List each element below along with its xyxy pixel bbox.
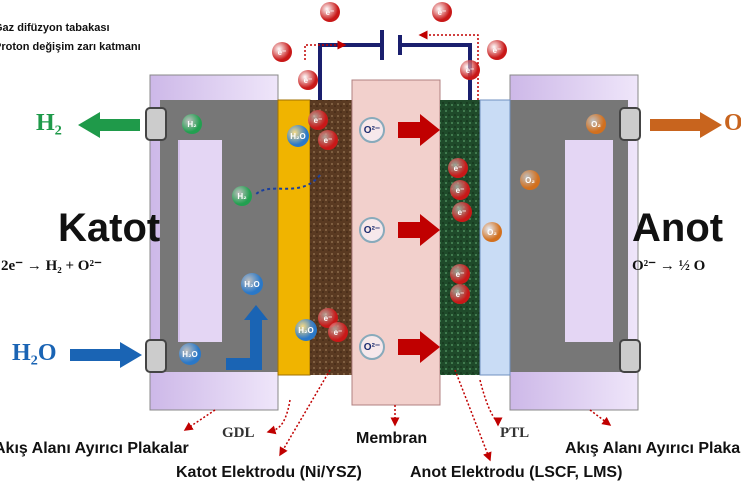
electron-molecule: e⁻ [432,2,452,22]
electron-molecule: e⁻ [450,264,470,284]
ptl-label: PTL [500,425,530,441]
h2-out-arrow [78,112,140,138]
anode-electrode-layer [440,100,480,375]
electron-molecule: e⁻ [460,60,480,80]
legend-gdl: Gaz difüzyon tabakası [0,22,110,34]
anode-equation: O²⁻ → ½ O [632,258,706,274]
right-flow-plate [509,74,639,411]
water-molecule: H₂O [295,319,317,341]
o2-out-arrow [650,112,722,138]
oxygen-molecule: O₂ [586,114,606,134]
oxygen-molecule: O₂ [520,170,540,190]
electron-molecule: e⁻ [272,42,292,62]
electron-molecule: e⁻ [328,322,348,342]
cathode-equation: 2e⁻ → H₂ + O²⁻ [1,258,102,274]
hydrogen-molecule: H₂ [182,114,202,134]
electron-molecule: e⁻ [452,202,472,222]
plates-label-left: Akış Alanı Ayırıcı Plakalar [0,440,189,457]
h2o-in-arrow [70,342,142,368]
water-molecule: H₂O [287,125,309,147]
h2-output-label: H₂ [36,110,62,136]
electron-molecule: e⁻ [320,2,340,22]
cathode-electrode-label: Katot Elektrodu (Ni/YSZ) [176,464,362,481]
anode-electrode-label: Anot Elektrodu (LSCF, LMS) [410,464,623,481]
water-molecule: H₂O [179,343,201,365]
oxide-ion-molecule: O²⁻ [359,117,385,143]
left-flow-plate [149,74,279,411]
plates-label-right: Akış Alanı Ayırıcı Plakalar [565,440,741,457]
h2-diffusion-path [254,174,321,196]
o2-output-label: O [724,110,741,136]
h2o-turn-arrow [226,305,268,370]
oxide-ion-molecule: O²⁻ [359,334,385,360]
oxygen-molecule: O₂ [482,222,502,242]
electron-molecule: e⁻ [487,40,507,60]
electron-paths [183,30,612,462]
gdl-label: GDL [222,425,255,441]
legend-pem: Proton değişim zarı katmanı [0,41,141,53]
h2o-input-label: H₂O [12,340,57,366]
membrane-label: Membran [356,430,428,447]
electron-molecule: e⁻ [450,180,470,200]
electron-molecule: e⁻ [448,158,468,178]
electron-molecule: e⁻ [450,284,470,304]
electron-molecule: e⁻ [308,110,328,130]
hydrogen-molecule: H₂ [232,186,252,206]
electron-molecule: e⁻ [298,70,318,90]
anode-title: Anot [632,206,724,250]
pipes [145,107,641,373]
cathode-title: Katot [58,206,161,250]
ion-arrows [398,114,440,363]
oxide-ion-molecule: O²⁻ [359,217,385,243]
electron-molecule: e⁻ [318,130,338,150]
water-molecule: H₂O [241,273,263,295]
